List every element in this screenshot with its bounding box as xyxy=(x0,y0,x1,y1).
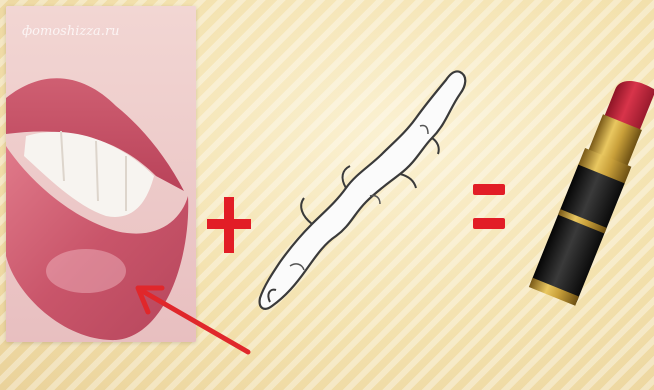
lipstick-icon xyxy=(528,70,654,330)
equals-operator xyxy=(470,178,510,243)
watermark: фотоshizza.ru xyxy=(22,24,120,39)
plus-icon xyxy=(205,195,253,255)
twig-icon xyxy=(250,66,480,320)
equals-icon xyxy=(470,178,510,238)
plus-operator xyxy=(205,195,253,260)
red-arrow-icon xyxy=(130,270,260,365)
